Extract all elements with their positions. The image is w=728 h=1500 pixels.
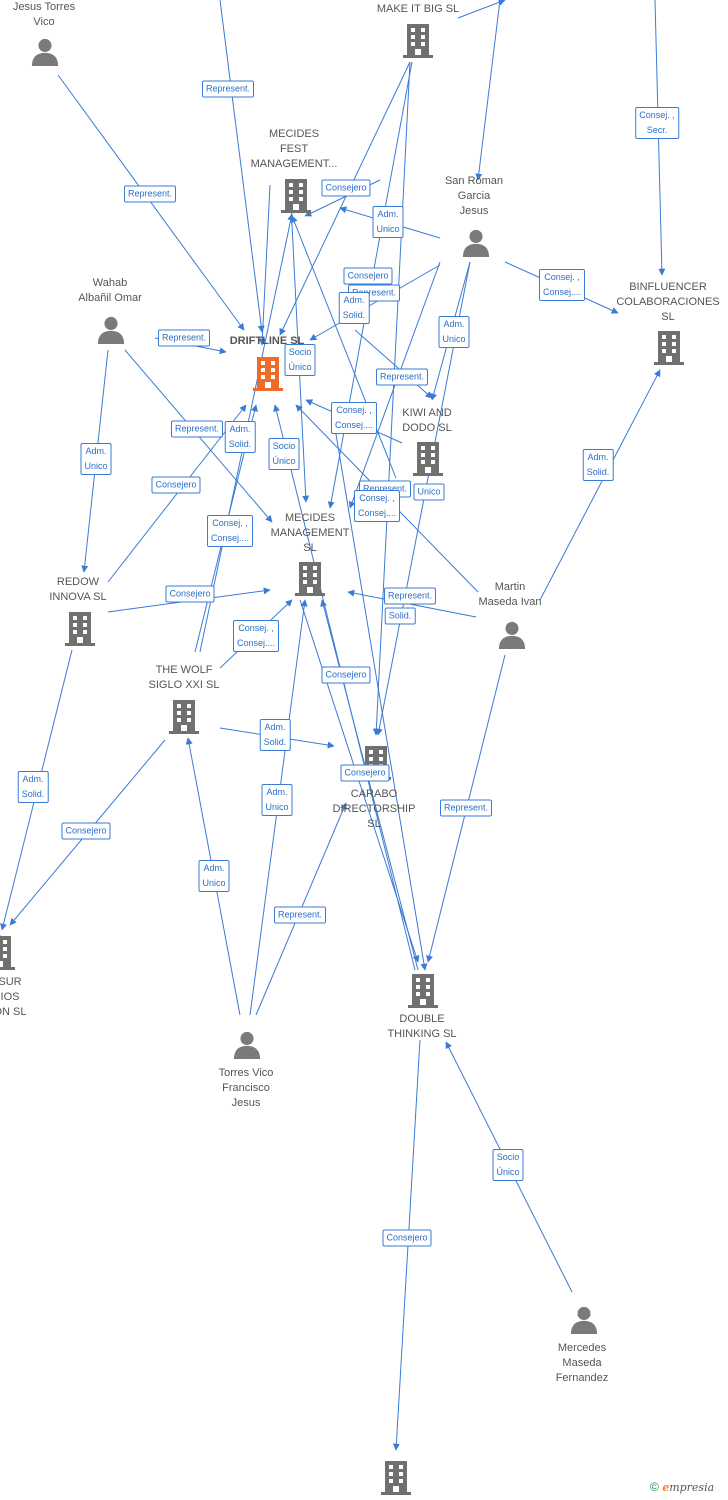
brand-logo[interactable]: empresia bbox=[662, 1481, 715, 1494]
edge-lines bbox=[0, 0, 666, 1451]
building-icon-bottom_co[interactable] bbox=[381, 1461, 411, 1495]
edge-label-38[interactable]: Unico bbox=[413, 483, 445, 501]
edge-line-2 bbox=[475, 0, 501, 181]
edge-label-19[interactable]: Adm. Unico bbox=[80, 443, 112, 475]
edge-label-7[interactable]: Adm. Solid. bbox=[338, 292, 370, 324]
edge-label-22[interactable]: Consej. , Consej.... bbox=[206, 515, 254, 547]
edge-label-2[interactable]: Consej. , Secr. bbox=[635, 107, 679, 139]
building-icon-make_it_big[interactable] bbox=[403, 24, 433, 58]
edge-line-28 bbox=[347, 589, 477, 618]
edge-label-1[interactable]: Represent. bbox=[123, 185, 177, 203]
edge-label-24[interactable]: Represent. bbox=[383, 587, 437, 605]
node-label-double[interactable]: DOUBLE THINKING SL bbox=[387, 1013, 457, 1040]
edge-label-35[interactable]: Represent. bbox=[273, 906, 327, 924]
building-icon-wolf[interactable] bbox=[169, 700, 199, 734]
edge-label-37[interactable]: Consejero bbox=[382, 1229, 432, 1247]
building-icon-mecides_fest[interactable] bbox=[281, 179, 311, 213]
copyright-symbol: © bbox=[650, 1480, 659, 1494]
edge-label-28[interactable]: Adm. Solid. bbox=[17, 771, 49, 803]
edge-line-4 bbox=[457, 0, 506, 19]
edge-label-20[interactable]: Consejero bbox=[151, 476, 201, 494]
edge-label-25[interactable]: Solid. bbox=[384, 607, 416, 625]
person-icon-wahab[interactable] bbox=[97, 316, 125, 344]
edge-line-5 bbox=[279, 61, 411, 336]
node-label-make_it_big[interactable]: MAKE IT BIG SL bbox=[376, 3, 460, 15]
edge-label-29[interactable]: Consejero bbox=[61, 822, 111, 840]
edge-label-5[interactable]: Consejero bbox=[343, 267, 393, 285]
edge-label-27[interactable]: Consejero bbox=[340, 764, 390, 782]
building-icon-sur[interactable] bbox=[0, 936, 15, 970]
edge-label-0[interactable]: Represent. bbox=[201, 80, 255, 98]
edge-line-17 bbox=[289, 184, 310, 503]
edge-label-21[interactable]: Consejero bbox=[165, 585, 215, 603]
building-icon-mecides_mgmt[interactable] bbox=[295, 562, 325, 596]
edge-label-30[interactable]: Adm. Solid. bbox=[582, 449, 614, 481]
edge-line-39 bbox=[273, 404, 416, 971]
node-label-mecides_fest[interactable]: MECIDES FEST MANAGEMENT... bbox=[250, 128, 338, 170]
edge-label-13[interactable]: Adm. Solid. bbox=[224, 421, 256, 453]
edge-label-26[interactable]: Consej. , Consej.... bbox=[232, 620, 280, 652]
edge-label-31[interactable]: Adm. Solid. bbox=[259, 719, 291, 751]
edge-line-38 bbox=[320, 599, 419, 971]
edge-line-22 bbox=[107, 404, 247, 583]
edge-line-1 bbox=[57, 74, 245, 331]
edge-label-32[interactable]: Represent. bbox=[439, 799, 493, 817]
person-icon-martin[interactable] bbox=[498, 621, 526, 649]
node-label-sur[interactable]: SUR IOS ON SL bbox=[0, 976, 27, 1018]
node-label-kiwi[interactable]: KIWI AND DODO SL bbox=[402, 407, 452, 434]
building-icon-binfluencer[interactable] bbox=[654, 331, 684, 365]
edge-line-9 bbox=[309, 264, 441, 341]
node-label-mercedes[interactable]: Mercedes Maseda Fernandez bbox=[555, 1342, 609, 1384]
person-icon-mercedes[interactable] bbox=[570, 1306, 598, 1334]
edge-label-23[interactable]: Consejero bbox=[321, 666, 371, 684]
edge-label-8[interactable]: Consej. , Consej.... bbox=[330, 402, 378, 434]
node-label-san_roman[interactable]: San Roman Garcia Jesus bbox=[444, 175, 504, 217]
node-label-carabo[interactable]: CARABO DIRECTORSHIP SL bbox=[332, 788, 416, 830]
edge-label-12[interactable]: Represent. bbox=[157, 329, 211, 347]
building-icon-double[interactable] bbox=[408, 974, 438, 1008]
node-label-redow[interactable]: REDOW INNOVA SL bbox=[49, 576, 107, 603]
edge-label-10[interactable]: Socio Único bbox=[284, 344, 316, 376]
edge-label-11[interactable]: Adm. Unico bbox=[438, 316, 470, 348]
edge-line-19 bbox=[291, 215, 397, 479]
edge-label-34[interactable]: Adm. Unico bbox=[261, 784, 293, 816]
edge-line-20 bbox=[354, 329, 433, 399]
node-label-martin[interactable]: Martin Maseda Ivan bbox=[478, 581, 542, 608]
building-icon-kiwi[interactable] bbox=[413, 442, 443, 476]
building-icon-redow[interactable] bbox=[65, 612, 95, 646]
edge-line-16 bbox=[258, 184, 271, 346]
node-label-wahab[interactable]: Wahab Albañil Omar bbox=[78, 277, 142, 304]
person-icon-torres_vf[interactable] bbox=[233, 1031, 261, 1059]
node-label-torres_vf[interactable]: Torres Vico Francisco Jesus bbox=[218, 1067, 274, 1109]
node-label-wolf[interactable]: THE WOLF SIGLO XXI SL bbox=[148, 664, 220, 691]
edge-label-3[interactable]: Consejero bbox=[321, 179, 371, 197]
node-icons bbox=[0, 24, 684, 1495]
edge-label-4[interactable]: Adm. Unico bbox=[372, 206, 404, 238]
edge-label-15[interactable]: Consej. , Consej.... bbox=[538, 269, 586, 301]
edge-line-7 bbox=[372, 61, 411, 736]
edge-label-9[interactable]: Represent. bbox=[375, 368, 429, 386]
edge-line-42 bbox=[539, 369, 661, 601]
edge-line-0 bbox=[219, 0, 265, 333]
copyright-notice: © empresia bbox=[650, 1480, 714, 1494]
person-icon-san_roman[interactable] bbox=[462, 229, 490, 257]
node-label-binfluencer[interactable]: BINFLUENCER COLABORACIONES SL bbox=[616, 281, 720, 323]
person-icon-jesus_tv[interactable] bbox=[31, 38, 59, 66]
edge-line-44 bbox=[331, 409, 428, 971]
edge-label-36[interactable]: Socio Único bbox=[492, 1149, 524, 1181]
node-label-mecides_mgmt[interactable]: MECIDES MANAGEMENT SL bbox=[270, 512, 350, 554]
edge-label-14[interactable]: Socio Único bbox=[268, 438, 300, 470]
edge-label-16[interactable]: Represent. bbox=[170, 420, 224, 438]
building-icon-driftline[interactable] bbox=[253, 357, 283, 391]
node-label-jesus_tv[interactable]: Jesus Torres Vico bbox=[12, 1, 76, 28]
edge-label-18[interactable]: Consej. , Consej.... bbox=[353, 490, 401, 522]
edge-label-33[interactable]: Adm. Unico bbox=[198, 860, 230, 892]
